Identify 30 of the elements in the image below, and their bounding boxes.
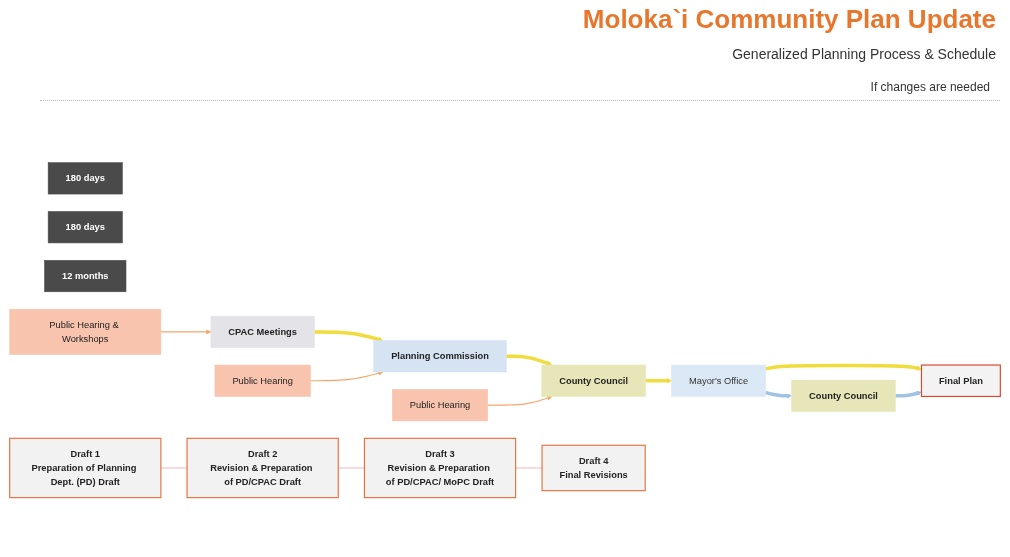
node-box: 12 months — [44, 259, 127, 292]
connector — [515, 467, 543, 469]
node-box: Draft 1 Preparation of Planning Dept. (PD) Draft — [9, 437, 162, 499]
note: If changes are needed — [870, 80, 990, 94]
node-box: 180 days — [47, 162, 123, 195]
node-box: County Council — [791, 379, 896, 412]
node-box: Draft 4 Final Revisions — [541, 444, 646, 492]
arrow — [487, 395, 553, 406]
node-box: Public Hearing — [214, 364, 311, 397]
node-box: CPAC Meetings — [210, 315, 315, 348]
title: Moloka`i Community Plan Update — [582, 4, 996, 35]
arrow — [314, 330, 384, 342]
arrow — [765, 390, 792, 399]
subtitle: Generalized Planning Process & Schedule — [732, 46, 996, 62]
node-box: 180 days — [47, 211, 123, 244]
arrow — [645, 378, 672, 384]
arrow — [506, 354, 553, 366]
node-box: County Council — [541, 364, 646, 397]
node-box: Draft 2 Revision & Preparation of PD/CPAC Draft — [186, 437, 339, 499]
arrow — [895, 390, 922, 398]
node-box: Planning Commission — [373, 340, 507, 373]
arrow — [765, 363, 922, 371]
node-box: Final Plan — [920, 364, 1001, 397]
node-box: Public Hearing — [392, 389, 489, 421]
node-box: Draft 3 Revision & Preparation of PD/CPAC/ MoPC Draft — [363, 437, 517, 499]
connector — [160, 467, 188, 469]
node-box: Mayor's Office — [671, 364, 766, 397]
arrow — [309, 370, 384, 382]
arrow — [160, 329, 212, 335]
node-box: Public Hearing & Workshops — [9, 308, 162, 355]
